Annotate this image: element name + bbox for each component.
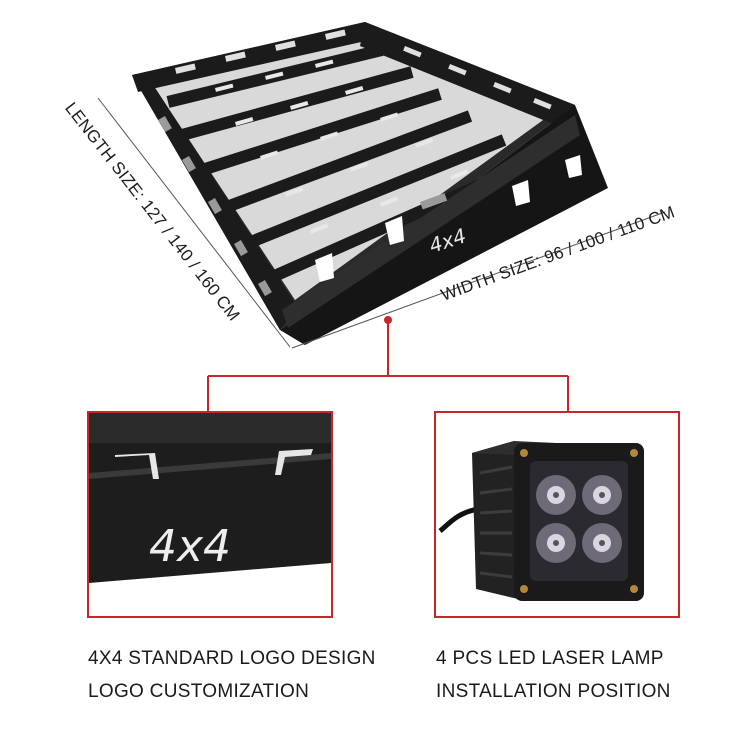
logo-closeup-image: 4x4 [89, 413, 331, 616]
lamp-detail-panel [434, 411, 680, 618]
roof-rack-image: 4x4 [120, 10, 640, 350]
led-lamp-image [436, 413, 678, 616]
logo-caption-line2: LOGO CUSTOMIZATION [88, 681, 310, 702]
logo-detail-panel: 4x4 [87, 411, 333, 618]
lamp-caption-line2: INSTALLATION POSITION [436, 681, 671, 702]
logo-closeup-text: 4x4 [149, 521, 231, 572]
lamp-caption-line1: 4 PCS LED LASER LAMP [436, 648, 664, 669]
logo-caption-line1: 4X4 STANDARD LOGO DESIGN [88, 648, 376, 669]
